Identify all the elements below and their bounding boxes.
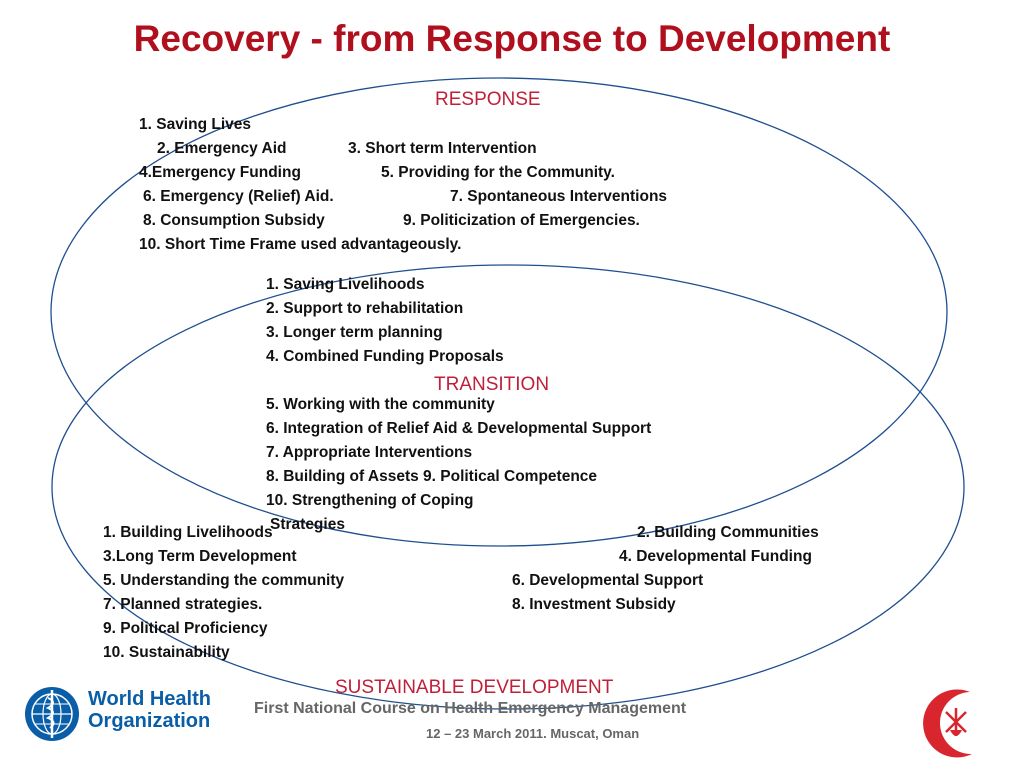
- slide-title: Recovery - from Response to Development: [133, 18, 891, 59]
- development-item-1: 1. Building Livelihoods: [103, 524, 273, 541]
- response-item-10: 10. Short Time Frame used advantageously…: [139, 236, 462, 253]
- development-item-2: 2. Building Communities: [637, 524, 819, 541]
- response-item-8: 8. Consumption Subsidy: [143, 212, 325, 229]
- transition-item-1: 1. Saving Livelihoods: [266, 276, 425, 293]
- response-item-2: 2. Emergency Aid: [157, 140, 287, 157]
- development-item-9: 9. Political Proficiency: [103, 620, 268, 637]
- who-line-2: Organization: [88, 710, 211, 732]
- transition-item-10: 10. Strengthening of Coping: [266, 492, 474, 509]
- transition-heading: TRANSITION: [434, 374, 550, 395]
- development-item-10: 10. Sustainability: [103, 644, 230, 661]
- response-item-1: 1. Saving Lives: [139, 116, 251, 133]
- development-item-5: 5. Understanding the community: [103, 572, 345, 589]
- development-heading: SUSTAINABLE DEVELOPMENT: [335, 677, 614, 698]
- who-wordmark: World Health Organization: [88, 688, 211, 732]
- course-date: 12 – 23 March 2011. Muscat, Oman: [426, 726, 640, 741]
- development-item-7: 7. Planned strategies.: [103, 596, 263, 613]
- response-item-3: 3. Short term Intervention: [348, 140, 537, 157]
- transition-item-6: 6. Integration of Relief Aid & Developme…: [266, 420, 652, 437]
- who-emblem-icon: [25, 687, 79, 741]
- response-heading: RESPONSE: [435, 89, 541, 110]
- response-item-7: 7. Spontaneous Interventions: [450, 188, 668, 205]
- transition-item-10-cont: Strategies: [270, 516, 345, 533]
- transition-item-5: 5. Working with the community: [266, 396, 495, 413]
- who-line-1: World Health: [88, 688, 211, 710]
- response-item-9: 9. Politicization of Emergencies.: [403, 212, 640, 229]
- response-item-6: 6. Emergency (Relief) Aid.: [143, 188, 334, 205]
- response-oval: [50, 77, 948, 547]
- transition-item-7: 7. Appropriate Interventions: [266, 444, 473, 461]
- transition-item-2: 2. Support to rehabilitation: [266, 300, 464, 317]
- development-item-4: 4. Developmental Funding: [619, 548, 812, 565]
- development-item-8: 8. Investment Subsidy: [512, 596, 676, 613]
- development-oval: [51, 264, 965, 710]
- response-item-4: 4.Emergency Funding: [139, 164, 301, 181]
- development-item-3: 3.Long Term Development: [103, 548, 297, 565]
- transition-item-4: 4. Combined Funding Proposals: [266, 348, 504, 365]
- response-item-5: 5. Providing for the Community.: [381, 164, 615, 181]
- transition-item-3: 3. Longer term planning: [266, 324, 443, 341]
- course-title: First National Course on Health Emergenc…: [254, 700, 687, 717]
- red-crescent-icon: [923, 689, 972, 758]
- development-item-6: 6. Developmental Support: [512, 572, 704, 589]
- transition-item-8: 8. Building of Assets 9. Political Compe…: [266, 468, 598, 485]
